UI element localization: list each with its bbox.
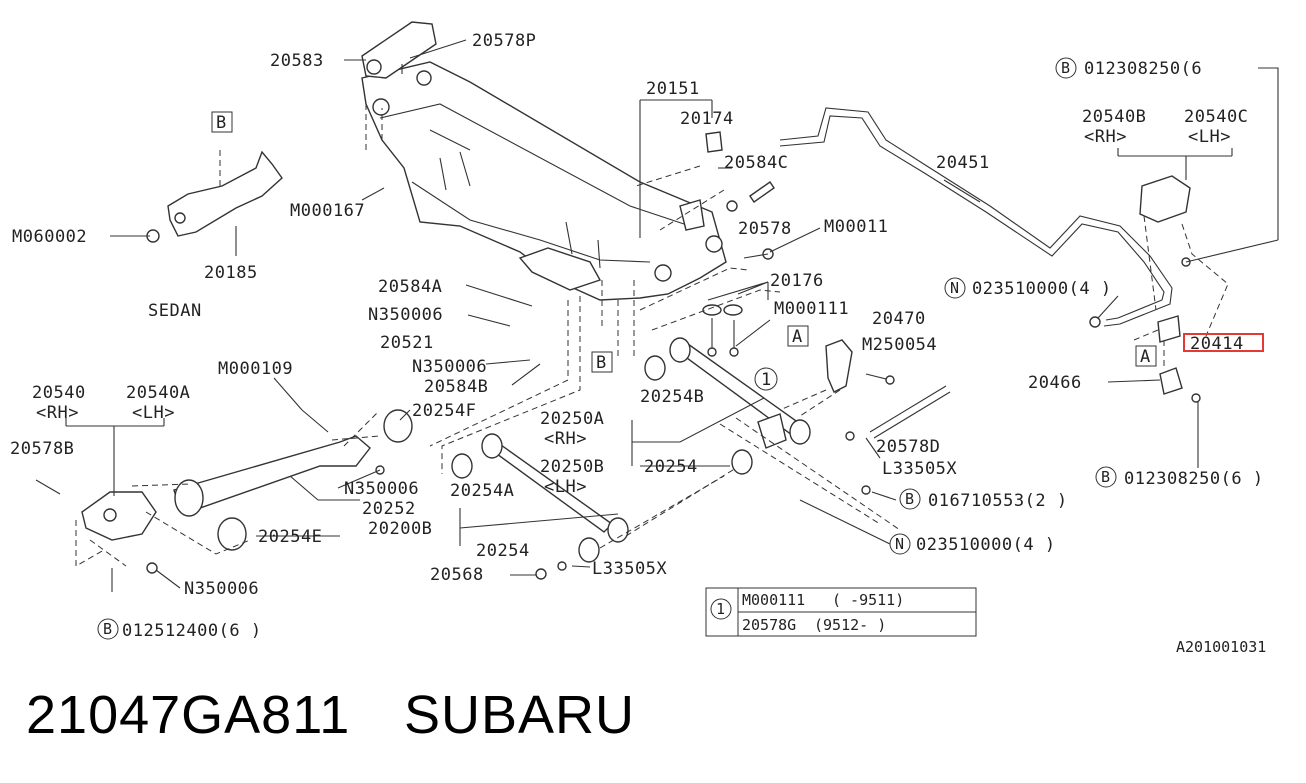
label-lh-left: <LH>: [132, 403, 175, 423]
svg-text:N: N: [895, 535, 904, 553]
label-20176: 20176: [770, 271, 824, 291]
label-M000111: M000111: [774, 299, 849, 319]
stabilizer-bar-20451: [779, 107, 1173, 328]
link-20254B: [644, 337, 811, 475]
label-20174: 20174: [680, 109, 734, 129]
bolt-set-center: [702, 131, 775, 357]
label-N350006-a: N350006: [368, 305, 443, 325]
label-20540A: 20540A: [126, 383, 190, 403]
ref-box-b-center: B: [596, 353, 607, 373]
label-20470: 20470: [872, 309, 926, 329]
drawing-code: A201001031: [1176, 638, 1266, 656]
note-row-2-part: 20578G: [742, 616, 796, 634]
label-N023510000-b: 023510000(4 ): [916, 535, 1056, 555]
label-20466: 20466: [1028, 373, 1082, 393]
label-20584C: 20584C: [724, 153, 788, 173]
label-M000109: M000109: [218, 359, 293, 379]
label-sedan: SEDAN: [148, 301, 202, 321]
crossmember-20151: [361, 61, 727, 301]
label-20254F: 20254F: [412, 401, 476, 421]
label-20578: 20578: [738, 219, 792, 239]
label-20254E: 20254E: [258, 527, 322, 547]
ref-box-a-right: A: [1140, 347, 1151, 367]
ref-box-a-center: A: [792, 327, 803, 347]
part-number: 21047GA811: [26, 685, 351, 745]
label-N350006-b: N350006: [412, 357, 487, 377]
svg-text:B: B: [103, 620, 112, 638]
label-20568: 20568: [430, 565, 484, 585]
prefix-markers: B N B N B B: [97, 57, 1117, 640]
label-N350006-d: N350006: [184, 579, 259, 599]
label-20583: 20583: [270, 51, 324, 71]
labels: 20583 20578P 20151 20174 20584C 20578 M0…: [10, 31, 1264, 641]
label-20254A: 20254A: [450, 481, 514, 501]
bracket-20470: [825, 339, 895, 393]
label-N023510000-a: 023510000(4 ): [972, 279, 1112, 299]
note-row-2-range: (9512- ): [814, 616, 886, 634]
label-20254-lower: 20254: [476, 541, 530, 561]
label-L33505X-a: L33505X: [592, 559, 667, 579]
label-20451: 20451: [936, 153, 990, 173]
label-B012512400: 012512400(6 ): [122, 621, 262, 641]
label-rh-right: <RH>: [1084, 127, 1127, 147]
label-20578B: 20578B: [10, 439, 74, 459]
label-20151: 20151: [646, 79, 700, 99]
svg-text:B: B: [1061, 59, 1070, 77]
bracket-20185: [146, 150, 283, 243]
mount-20583: [361, 21, 437, 86]
label-20414: 20414: [1190, 334, 1244, 354]
label-20584B: 20584B: [424, 377, 488, 397]
lateral-link-20250: [451, 433, 629, 580]
label-20540C: 20540C: [1184, 107, 1248, 127]
ref-circle-1: 1: [761, 370, 772, 390]
dashed-guides: [75, 104, 1229, 567]
label-20584A: 20584A: [378, 277, 442, 297]
label-20250A: 20250A: [540, 409, 604, 429]
bracket-20540BC: [1139, 175, 1279, 403]
highlight-box-20414: [1183, 333, 1264, 352]
label-20185: 20185: [204, 263, 258, 283]
label-M00011: M00011: [824, 217, 888, 237]
label-L33505X-b: L33505X: [882, 459, 957, 479]
label-rh-left: <RH>: [36, 403, 79, 423]
label-20200B: 20200B: [368, 519, 432, 539]
note-table: 1 M000111 ( -9511) 20578G (9512- ): [705, 587, 977, 637]
label-rh-center: <RH>: [544, 429, 587, 449]
note-row-1-part: M000111: [742, 591, 805, 609]
svg-text:B: B: [1101, 468, 1110, 486]
label-20540: 20540: [32, 383, 86, 403]
rod-20578D: [845, 385, 951, 495]
label-lh-center: <LH>: [544, 477, 587, 497]
note-table-marker: 1: [716, 600, 725, 618]
label-N350006-c: N350006: [344, 479, 419, 499]
label-20578P: 20578P: [472, 31, 536, 51]
reference-markers: B B A A 1: [211, 111, 1157, 391]
ref-box-b-left: B: [216, 113, 227, 133]
label-M060002: M060002: [12, 227, 87, 247]
label-B012308250-b: 012308250(6 ): [1124, 469, 1264, 489]
label-20521: 20521: [380, 333, 434, 353]
svg-text:B: B: [905, 490, 914, 508]
label-20250B: 20250B: [540, 457, 604, 477]
label-M000167: M000167: [290, 201, 365, 221]
label-20254-upper: 20254: [644, 457, 698, 477]
label-20254B: 20254B: [640, 387, 704, 407]
label-lh-right: <LH>: [1188, 127, 1231, 147]
label-20578D: 20578D: [876, 437, 940, 457]
label-B016710553: 016710553(2 ): [928, 491, 1068, 511]
trailing-link-20252: [35, 409, 413, 592]
note-row-1-range: ( -9511): [832, 591, 904, 609]
label-B012308250-a: 012308250(6: [1084, 59, 1202, 79]
label-20540B: 20540B: [1082, 107, 1146, 127]
brand-name: SUBARU: [404, 685, 636, 745]
svg-text:N: N: [950, 279, 959, 297]
label-M250054: M250054: [862, 335, 937, 355]
leader-lines: [65, 39, 1279, 589]
label-20252: 20252: [362, 499, 416, 519]
